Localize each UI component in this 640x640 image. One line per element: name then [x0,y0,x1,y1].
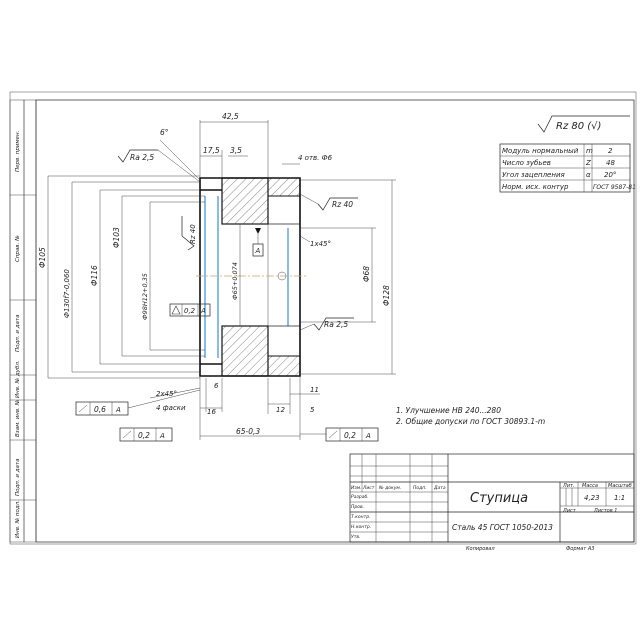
tb-prov: Пров. [351,504,364,510]
dim-3-5: 3,5 [230,146,242,155]
gear-param-value-0: 2 [608,147,613,155]
tb-sheet: Лист [562,508,577,514]
dim-11: 11 [310,386,319,394]
gear-params-table: Модуль нормальный m 2 Число зубьев Z 48 … [499,143,636,193]
tolerance-frame-1: 0,2 A [169,303,211,317]
tb-scale-header: Масштаб [608,483,632,489]
roughness-ra25-top: Ra 2,5 [130,153,154,162]
tolerance-frame-3: 0,2 A [119,427,173,442]
gear-param-symbol-2: α [586,171,591,179]
tb-sheets: Листов 1 [593,508,617,514]
tb-data: Дата [433,485,446,491]
roughness-ra25-bottom: Ra 2,5 [324,320,348,329]
title-block: Изм. Лист № докум. Подп. Дата Разраб. Пр… [349,453,635,552]
dim-d68: Ф68 [362,266,371,282]
gear-param-label-0: Модуль нормальный [502,147,579,155]
side-label-3: Подп. и дата [15,314,21,352]
dim-chamfer-1: 1х45° [310,240,331,248]
dim-42-5: 42,5 [222,112,239,121]
tb-nkontr: Н.контр. [351,524,371,530]
roughness-rz40-inner: Rz 40 [189,224,197,244]
tolerance-4-datum: A [365,432,371,440]
tb-podp: Подп. [413,485,427,491]
tolerance-2-value: 0,6 [94,405,106,414]
side-label-2: Справ. № [15,235,21,262]
rim-section-top [267,177,301,197]
dim-65-length: 65-0,3 [236,427,260,436]
gear-param-label-1: Число зубьев [502,159,551,167]
dim-holes: 4 отв. Ф6 [298,154,333,162]
gear-param-label-3: Норм. исх. контур [502,183,569,191]
tolerance-frame-4: 0,2 A [300,427,379,442]
dim-chamfers-4: 4 фаски [156,404,186,412]
tolerance-1-value: 0,2 [184,307,196,315]
dim-d128: Ф128 [382,285,391,306]
roughness-rz40-right: Rz 40 [332,200,353,209]
dim-d98: Ф98H12+0,35 [141,273,149,320]
gear-param-value-3: ГОСТ 9587-81 [593,184,636,191]
tolerance-4-value: 0,2 [344,431,356,440]
hub-section-bottom [221,325,269,377]
side-label-5: Взам. инв. № [15,399,21,437]
datum-a-label: A [255,247,261,255]
general-roughness-text: Rz 80 (√) [556,121,601,132]
datum-a-top: A [252,228,264,257]
dim-5: 5 [310,406,315,414]
dim-17-5: 17,5 [203,146,220,155]
side-label-1: Перв. примен. [15,130,21,172]
tb-utv: Утв. [351,534,360,540]
tb-material: Сталь 45 ГОСТ 1050-2013 [452,523,553,532]
dim-d103: Ф103 [112,227,121,248]
tb-razrab: Разраб. [351,494,369,500]
side-label-4: Инв. № дубл. [15,360,21,398]
dim-chamfer-2: 2х45° [156,390,177,398]
tolerance-2-datum: A [115,406,121,414]
note-2: 2. Общие допуски по ГОСТ 30893.1-m [396,417,545,426]
tb-mass-header: Масса [582,483,598,489]
dim-angle-6: 6° [160,128,169,137]
gear-param-value-2: 20° [604,171,616,179]
tb-list: Лист [362,485,375,491]
tolerance-3-datum: A [159,432,165,440]
dim-d105: Ф105 [38,247,47,268]
tolerance-frame-2: 0,6 A [75,389,201,416]
note-1: 1. Улучшение НВ 240...280 [396,406,501,415]
gear-param-symbol-0: m [586,147,593,155]
tb-scale: 1:1 [614,494,625,502]
side-label-6: Подп. и дата [15,458,21,496]
part-view: Ф105 Ф130f7-0,060 Ф116 Ф103 Ф98H12+0,35 … [38,112,396,442]
dim-6: 6 [214,382,219,390]
tolerance-3-value: 0,2 [138,431,150,440]
tolerance-1-datum: A [200,307,206,315]
side-label-7: Инв. № подл. [15,500,21,538]
dim-12: 12 [276,406,285,414]
gear-param-symbol-1: Z [585,159,591,167]
dim-d65: Ф65+0,074 [231,262,239,300]
gear-param-label-2: Угол зацепления [502,171,565,179]
tb-ndoc: № докум. [378,485,401,491]
tb-part-name: Ступица [470,491,528,506]
inner-bore [222,223,300,327]
dim-16: 16 [207,408,216,416]
tb-tkontr: Т.контр. [351,514,371,520]
rim-section-bottom [267,355,301,377]
dim-d130: Ф130f7-0,060 [63,269,71,318]
tb-format: Формат А3 [566,546,594,552]
tb-izm: Изм. [351,485,362,491]
side-stamp: Перв. примен. Справ. № Подп. и дата Инв.… [9,99,37,543]
dim-d116: Ф116 [90,265,99,286]
general-roughness: Rz 80 (√) [537,115,630,133]
gear-param-value-1: 48 [606,159,615,167]
tb-kopiroval: Копировал [466,546,495,552]
flange-outline [200,189,222,365]
hub-section-top [221,177,269,225]
tb-lit-header: Лит. [562,483,575,489]
tb-mass: 4,23 [584,494,600,502]
